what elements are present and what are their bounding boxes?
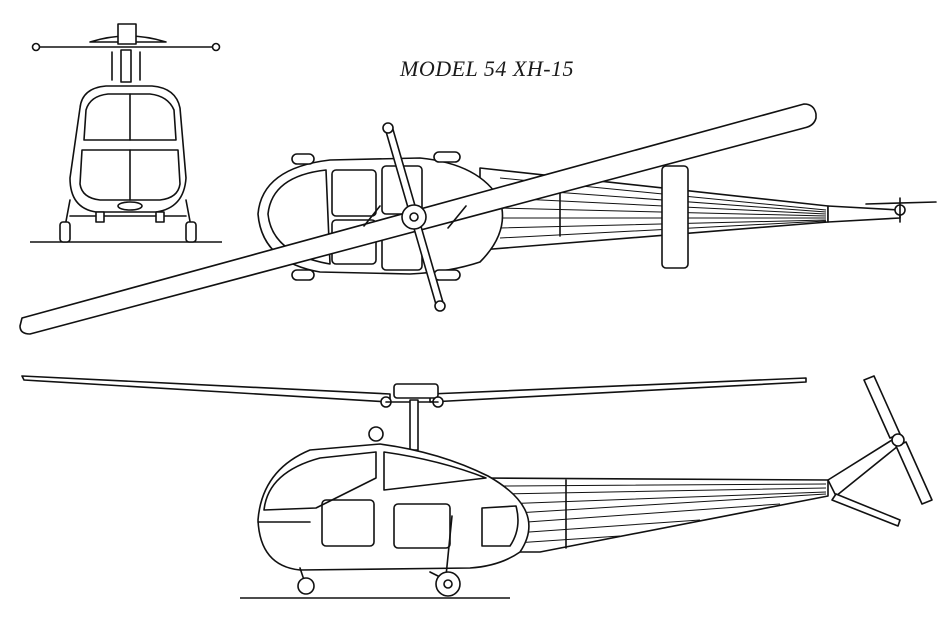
top-tail-extension — [827, 205, 901, 223]
side-nose-wheel — [297, 577, 315, 595]
side-boom-stringers — [499, 483, 827, 545]
front-wheel-left — [59, 221, 71, 243]
front-blade-tip-right — [211, 42, 221, 52]
front-nose-wheel-left — [95, 211, 105, 223]
top-pitch-links — [363, 205, 467, 229]
side-mast — [409, 399, 419, 451]
top-float-left-rear — [433, 151, 461, 163]
front-wheel-right — [185, 221, 197, 243]
top-float-right-rear — [433, 269, 461, 281]
side-rear-window — [481, 505, 519, 547]
top-stabilizer-weight-front — [382, 122, 394, 134]
side-view — [21, 375, 933, 599]
top-rotor-hub-center — [409, 212, 419, 222]
top-stabilizer-weight-rear — [434, 300, 446, 312]
top-window-left-front — [331, 169, 377, 217]
front-blade-tip-left — [31, 42, 41, 52]
side-tail-rotor-hub — [891, 433, 905, 447]
side-tail-skid — [831, 493, 901, 527]
top-float-right-front — [291, 269, 315, 281]
side-cabin-window — [393, 503, 451, 549]
side-nose-glazing — [263, 451, 377, 511]
side-door-window — [321, 499, 375, 547]
front-mast — [120, 49, 132, 83]
front-lower-windscreen — [79, 149, 181, 201]
side-intake-dome — [368, 426, 384, 442]
drawing-title: MODEL 54 XH-15 — [400, 56, 575, 81]
side-tail-rotor-blade-lower — [895, 441, 933, 505]
front-mast-struts — [111, 51, 141, 81]
top-tail-rotor-blade — [865, 201, 937, 205]
front-view — [30, 23, 222, 243]
side-rotor-blade-right — [429, 377, 807, 403]
side-tail-rotor-blade-upper — [863, 375, 901, 439]
top-view — [19, 103, 937, 335]
front-upper-windscreen — [83, 93, 177, 141]
top-nose-glazing — [267, 169, 331, 265]
side-upper-cowling — [383, 451, 487, 491]
top-horizontal-stabilizer — [661, 165, 689, 269]
front-nose-wheel-right — [155, 211, 165, 223]
side-main-wheel-hub — [443, 579, 453, 589]
side-rotor-blade-left — [21, 375, 391, 403]
side-tail-pylon — [827, 439, 899, 497]
front-cabin-bubble — [69, 85, 187, 213]
top-float-left-front — [291, 153, 315, 165]
front-rotor-hub — [117, 23, 137, 45]
front-nose-light — [117, 201, 143, 211]
side-rotor-hub — [393, 383, 439, 399]
